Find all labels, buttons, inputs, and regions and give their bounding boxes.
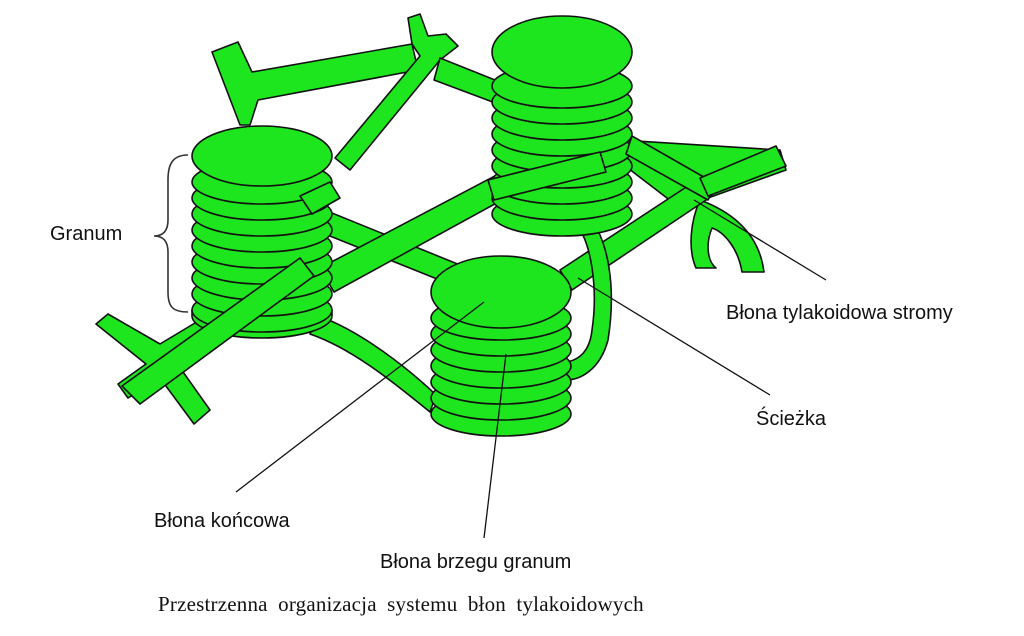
- label-end-membrane: Błona końcowa: [154, 510, 290, 532]
- leader-end-membrane: [235, 301, 485, 493]
- leader-edge-membrane: [483, 353, 507, 539]
- granum-top-right: [491, 15, 633, 237]
- stroma-lamella-far-right: [699, 145, 787, 197]
- granum-brace: [153, 154, 189, 313]
- figure-caption: Przestrzenna organizacja systemu błon ty…: [158, 592, 644, 616]
- pathway-loop: [565, 211, 613, 381]
- label-granum: Granum: [50, 223, 123, 245]
- leader-path: [577, 277, 771, 396]
- stroma-lamella-top-right: [433, 57, 501, 105]
- stroma-lamella-left-diag: [121, 257, 315, 405]
- stroma-lamella-center-over: [487, 151, 607, 201]
- stroma-lamella-right-curve: [690, 199, 765, 273]
- stroma-lamella-top-fork: [334, 13, 459, 171]
- label-path: Ścieżka: [756, 408, 827, 430]
- stroma-lamella-lower-path: [309, 315, 437, 413]
- stroma-lamella-right-over: [625, 135, 717, 201]
- stroma-lamella-over-left: [299, 181, 341, 215]
- granum-bottom-center: [430, 255, 572, 437]
- label-stroma-membrane: Błona tylakoidowa stromy: [726, 302, 953, 324]
- leader-stroma-membrane: [693, 199, 827, 281]
- label-edge-membrane: Błona brzegu granum: [380, 551, 572, 573]
